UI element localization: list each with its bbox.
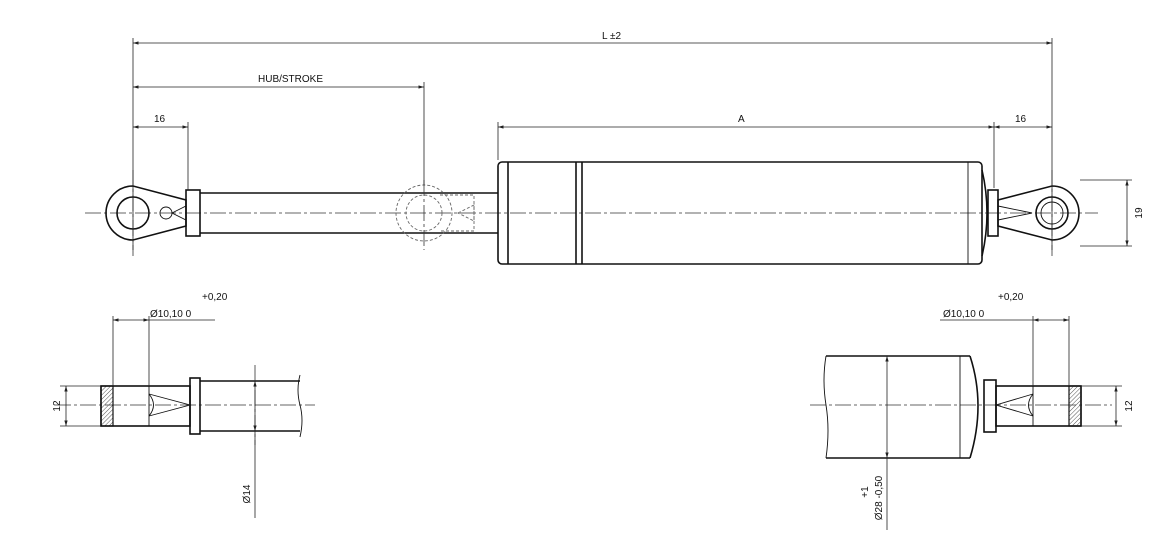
dim-right-eye-thickness-label: 12: [1124, 400, 1135, 412]
dim-right-bore-label: Ø10,10 0: [943, 309, 985, 320]
dim-overall-length-label: L ±2: [602, 31, 621, 42]
dim-right-bore-tolerance: +0,20: [998, 292, 1024, 303]
right-eye-section-view: +0,20 Ø10,10 0 12 +1 Ø28 -0,50: [810, 292, 1135, 530]
phantom-eye-stroke-position: [395, 180, 475, 250]
dim-left-bore-label: Ø10,10 0: [150, 309, 192, 320]
dim-body-diameter-tolerance: +1: [860, 486, 871, 498]
dim-left-eye-offset-label: 16: [154, 114, 166, 125]
cylinder-body: [497, 161, 988, 265]
dim-body-length-label: A: [738, 114, 745, 125]
dim-rod-diameter-label: Ø14: [242, 484, 253, 503]
dim-eye-width-label: 19: [1134, 207, 1145, 219]
dim-stroke-label: HUB/STROKE: [258, 74, 323, 85]
main-dimensions: L ±2 HUB/STROKE 16 A 16 19: [132, 31, 1145, 250]
dim-body-diameter-label: Ø28 -0,50: [874, 475, 885, 520]
piston-rod: [185, 189, 498, 237]
main-view: [85, 161, 1098, 265]
dim-left-eye-thickness-label: 12: [52, 400, 63, 412]
dim-left-bore-tolerance: +0,20: [202, 292, 228, 303]
right-rod-eye: [987, 185, 1080, 241]
left-eye-section-view: +0,20 Ø10,10 0 12 Ø14: [52, 292, 315, 518]
dim-right-eye-offset-label: 16: [1015, 114, 1027, 125]
